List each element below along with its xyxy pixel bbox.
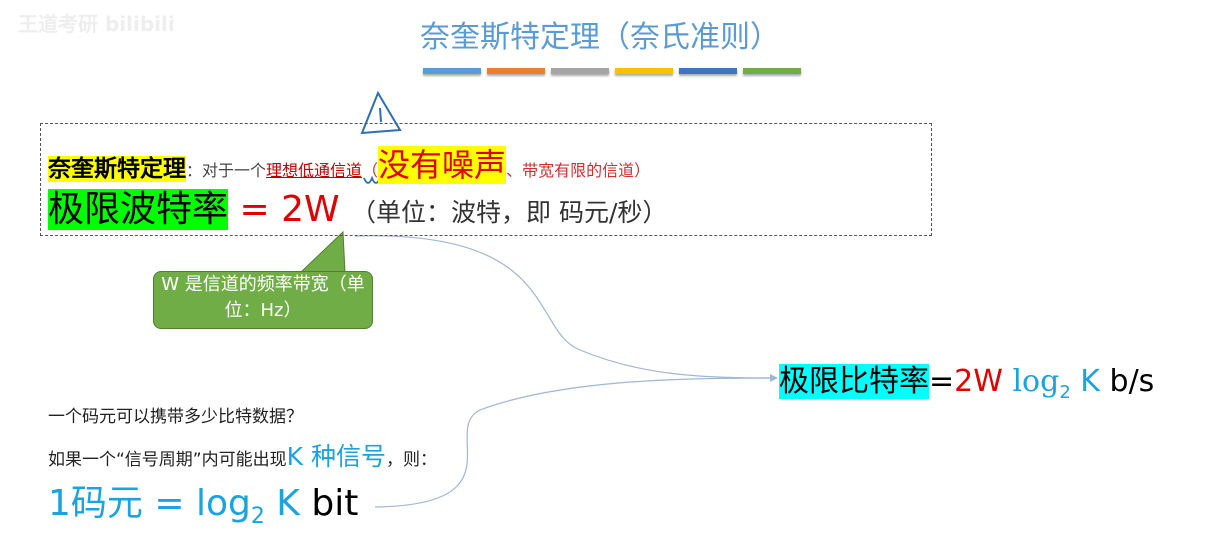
baud-line: 极限波特率 = 2W （单位：波特，即 码元/秒）: [48, 180, 667, 232]
condition-pre: 如果一个“信号周期”内可能出现: [48, 450, 287, 470]
baud-unit: （单位：波特，即 码元/秒）: [351, 198, 668, 227]
baud-label: 极限波特率: [48, 189, 229, 230]
color-bar: [487, 68, 545, 74]
theorem-term: 奈奎斯特定理: [48, 156, 186, 182]
color-bar: [679, 68, 737, 74]
log: log: [1012, 364, 1060, 399]
paren: （: [362, 161, 379, 180]
arrow-curve-top: [354, 235, 771, 379]
bitrate-formula: 极限比特率=2W log2 K b/s: [779, 356, 1154, 403]
eq: =: [929, 364, 955, 399]
formula-base: 2: [250, 504, 265, 530]
unit: b/s: [1099, 364, 1155, 399]
question-text: 一个码元可以携带多少比特数据？: [48, 407, 303, 427]
condition-post: ，则：: [385, 450, 437, 470]
bitrate-label: 极限比特率: [779, 364, 929, 399]
baud-eq: = 2W: [228, 189, 340, 230]
formula-k: K: [264, 483, 300, 524]
bandwidth-callout: W 是信道的频率带宽（单位：Hz）: [153, 271, 373, 329]
color-bars: [423, 68, 801, 74]
symbol-formula: 1码元 = log2 K bit: [48, 474, 358, 529]
color-bar: [615, 68, 673, 74]
theorem-rest: 、带宽有限的信道）: [506, 161, 651, 180]
warning-icon: [360, 90, 402, 135]
callout-tail: [298, 230, 346, 274]
arrow-curve-bottom: [374, 377, 771, 508]
log-base: 2: [1059, 382, 1071, 403]
condition-text: 如果一个“信号周期”内可能出现K 种信号，则：: [48, 437, 437, 473]
formula-lhs: 1码元 = log: [48, 483, 251, 524]
theorem-text: ：对于一个: [186, 161, 267, 180]
k: K: [1070, 364, 1100, 399]
theorem-line: 奈奎斯特定理：对于一个理想低通信道（没有噪声、带宽有限的信道）: [48, 140, 650, 186]
ideal-channel: 理想低通信道: [266, 161, 363, 180]
two-w: 2W: [954, 364, 1013, 399]
formula-unit: bit: [299, 483, 359, 524]
color-bar: [551, 68, 609, 74]
slide-title: 奈奎斯特定理（奈氏准则）: [420, 20, 780, 55]
no-noise: 没有噪声: [378, 146, 507, 184]
theorem-box: [40, 123, 932, 236]
condition-k: K 种信号: [286, 442, 386, 471]
arrow-head: [770, 374, 778, 382]
callout-text: W 是信道的频率带宽（单位：Hz）: [161, 274, 365, 321]
color-bar: [743, 68, 801, 74]
color-bar: [423, 68, 481, 74]
watermark-logo: 王道考研 bilibili: [18, 12, 175, 36]
